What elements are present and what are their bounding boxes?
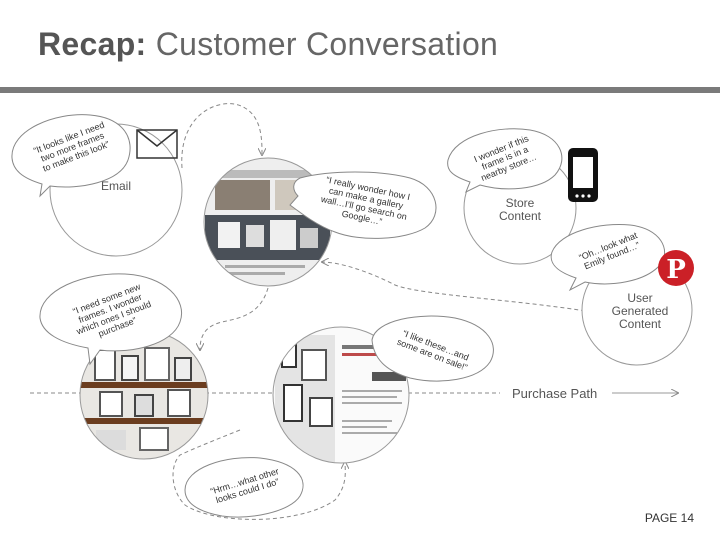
- purchase-path-label: Purchase Path: [512, 386, 598, 401]
- phone-icon: [568, 148, 598, 202]
- store-label: Store Content: [498, 196, 542, 223]
- shop-photo: [273, 327, 409, 463]
- bubble-email: [11, 114, 131, 198]
- connector-ugc-google: [322, 262, 593, 313]
- connector-google-shelf: [200, 287, 269, 350]
- shelf-photo: [80, 331, 208, 459]
- page-title: Recap: Customer Conversation: [38, 26, 498, 63]
- email-label: Email: [100, 179, 131, 193]
- bubble-store: [447, 128, 563, 194]
- page-number: PAGE 14: [644, 511, 694, 525]
- bubble-google: [289, 171, 437, 239]
- ugc-label: User Generated Content: [611, 291, 669, 331]
- title-divider: [0, 87, 720, 93]
- title-rest: Customer Conversation: [146, 26, 499, 62]
- bubble-other: [184, 457, 304, 518]
- pinterest-icon: P: [658, 250, 694, 286]
- envelope-icon: [136, 129, 178, 159]
- bubble-need: [39, 273, 182, 366]
- title-bold: Recap:: [38, 26, 147, 62]
- connector-email-google: [181, 103, 262, 169]
- gallery-photo: [204, 158, 332, 286]
- bubble-sale: [371, 315, 494, 382]
- connector-shop-shelf: [172, 429, 345, 520]
- svg-text:P: P: [666, 255, 686, 285]
